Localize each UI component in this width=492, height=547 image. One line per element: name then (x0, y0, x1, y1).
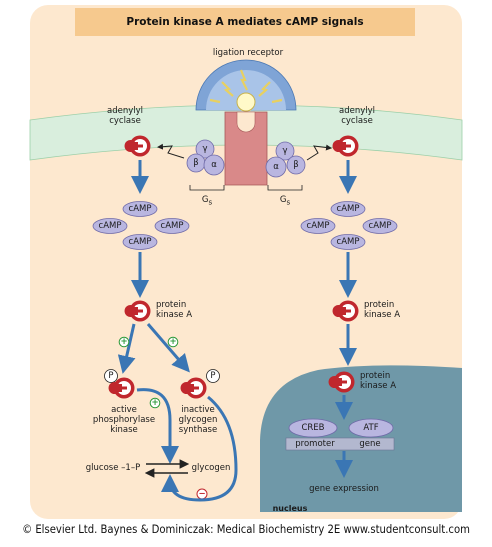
gene-expression-label: gene expression (309, 484, 379, 494)
g-protein-left (186, 139, 225, 176)
camp-label: cAMP (336, 204, 360, 214)
copyright-footer: © Elsevier Ltd. Baynes & Dominiczak: Med… (22, 523, 470, 536)
alpha-left: α (211, 160, 217, 170)
camp-label: cAMP (336, 237, 360, 247)
camp-label: cAMP (98, 221, 122, 231)
atf-shape (348, 418, 394, 438)
nucleus-label: nucleus (272, 504, 308, 513)
inhibition-minus-icon: − (198, 489, 206, 499)
creb-shape (288, 418, 338, 438)
gene-label: gene (359, 439, 381, 449)
camp-label: cAMP (306, 221, 330, 231)
phosphate-p-label: P (210, 371, 216, 381)
receptor-dome (195, 59, 297, 112)
alpha-right: α (273, 162, 279, 172)
g-protein-right (265, 141, 306, 178)
receptor-label: ligation receptor (212, 48, 284, 58)
activation-plus-icon: + (169, 337, 177, 347)
dna-bar (285, 437, 395, 451)
camp-label: cAMP (368, 221, 392, 231)
diagram-canvas (29, 5, 463, 519)
activation-plus-icon: + (151, 398, 159, 408)
activation-plus-icon: + (120, 337, 128, 347)
camp-label: cAMP (128, 204, 152, 214)
atf-label: ATF (363, 423, 379, 433)
beta-left: β (193, 158, 199, 168)
promoter-label: promoter (295, 439, 335, 449)
creb-label: CREB (301, 423, 325, 433)
gamma-left: γ (202, 144, 208, 154)
gs-left-label: Gs (201, 195, 213, 207)
gamma-right: γ (282, 146, 288, 156)
gs-right-label: Gs (279, 195, 291, 207)
camp-label: cAMP (160, 221, 184, 231)
title-bar: Protein kinase A mediates cAMP signals (75, 8, 415, 36)
phosphate-p-label: P (108, 371, 114, 381)
glycogen-label: glycogen (191, 463, 231, 473)
beta-right: β (293, 160, 299, 170)
diagram: Protein kinase A mediates cAMP signals l… (29, 5, 463, 519)
glucose-1-p-label: glucose –1–P (85, 463, 141, 473)
camp-label: cAMP (128, 237, 152, 247)
